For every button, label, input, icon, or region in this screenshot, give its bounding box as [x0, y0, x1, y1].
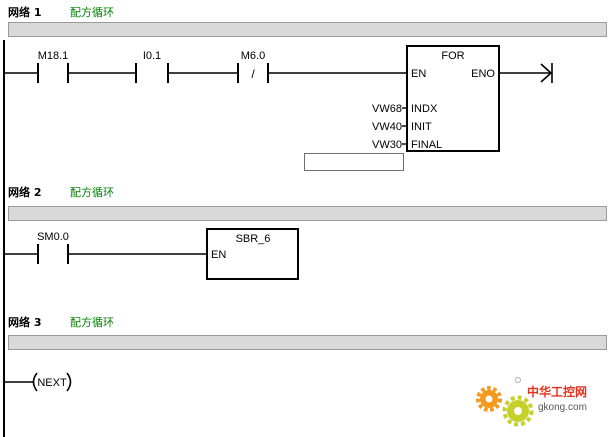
- final-pin: FINAL: [411, 139, 442, 151]
- network-3[interactable]: 网络 3 配方循环 NEXT: [4, 315, 607, 392]
- network-1-comment-bar[interactable]: [8, 22, 607, 37]
- network-2[interactable]: 网络 2 配方循环 SM0.0 SBR_6 EN: [4, 185, 607, 280]
- watermark-name: 中华工控网: [527, 384, 587, 399]
- contact-m6-0-negated[interactable]: / M6.0: [237, 50, 269, 83]
- network-1[interactable]: 网络 1 配方循环 M18.1 I0.1 / M6.0: [4, 5, 607, 171]
- coil-right-paren: [66, 372, 72, 392]
- for-box-frame[interactable]: [406, 45, 500, 152]
- network-3-comment-bar[interactable]: [8, 335, 607, 350]
- network-3-comment[interactable]: 配方循环: [70, 315, 114, 329]
- network-2-comment[interactable]: 配方循环: [70, 185, 114, 199]
- indx-pin: INDX: [411, 103, 438, 115]
- for-box-eno-pin: ENO: [471, 68, 495, 80]
- sbr-6-box[interactable]: SBR_6 EN: [206, 228, 299, 280]
- contact-operand[interactable]: M6.0: [241, 50, 265, 62]
- contact-operand[interactable]: SM0.0: [37, 231, 69, 243]
- sbr-6-box-frame[interactable]: [206, 228, 299, 280]
- coil-left-paren: [32, 372, 38, 392]
- watermark-site: gkong.com: [538, 402, 587, 413]
- network-2-title[interactable]: 网络 2: [8, 185, 41, 199]
- network-2-comment-bar[interactable]: [8, 206, 607, 221]
- network-3-title[interactable]: 网络 3: [8, 315, 41, 329]
- contact-i0-1[interactable]: I0.1: [135, 50, 169, 83]
- network-1-title[interactable]: 网络 1: [8, 5, 41, 19]
- contact-operand[interactable]: M18.1: [38, 50, 69, 62]
- sbr-6-box-title: SBR_6: [236, 233, 271, 245]
- open-output-arrow-icon: [540, 63, 553, 83]
- final-operand[interactable]: VW30: [372, 139, 402, 151]
- for-box-en-pin: EN: [411, 68, 426, 80]
- indx-operand[interactable]: VW68: [372, 103, 402, 115]
- contact-m18-1[interactable]: M18.1: [37, 50, 69, 83]
- wrench-icon: [502, 376, 522, 397]
- contact-operand[interactable]: I0.1: [143, 50, 161, 62]
- negation-mark: /: [251, 67, 255, 81]
- for-box-title: FOR: [441, 50, 464, 62]
- symbol-comment-box[interactable]: [304, 153, 404, 171]
- for-box[interactable]: FOR EN ENO VW68 INDX VW40 INIT VW30 FINA…: [372, 45, 500, 152]
- next-coil[interactable]: NEXT: [32, 372, 72, 392]
- contact-sm0-0[interactable]: SM0.0: [37, 231, 69, 264]
- green-gear-icon: [502, 395, 534, 427]
- gkong-watermark-logo: 中华工控网 gkong.com: [476, 376, 587, 427]
- init-pin: INIT: [411, 121, 432, 133]
- network-1-comment[interactable]: 配方循环: [70, 5, 114, 19]
- init-operand[interactable]: VW40: [372, 121, 402, 133]
- sbr-6-box-en-pin: EN: [211, 249, 226, 261]
- coil-instruction: NEXT: [37, 377, 67, 389]
- orange-gear-icon: [476, 386, 502, 412]
